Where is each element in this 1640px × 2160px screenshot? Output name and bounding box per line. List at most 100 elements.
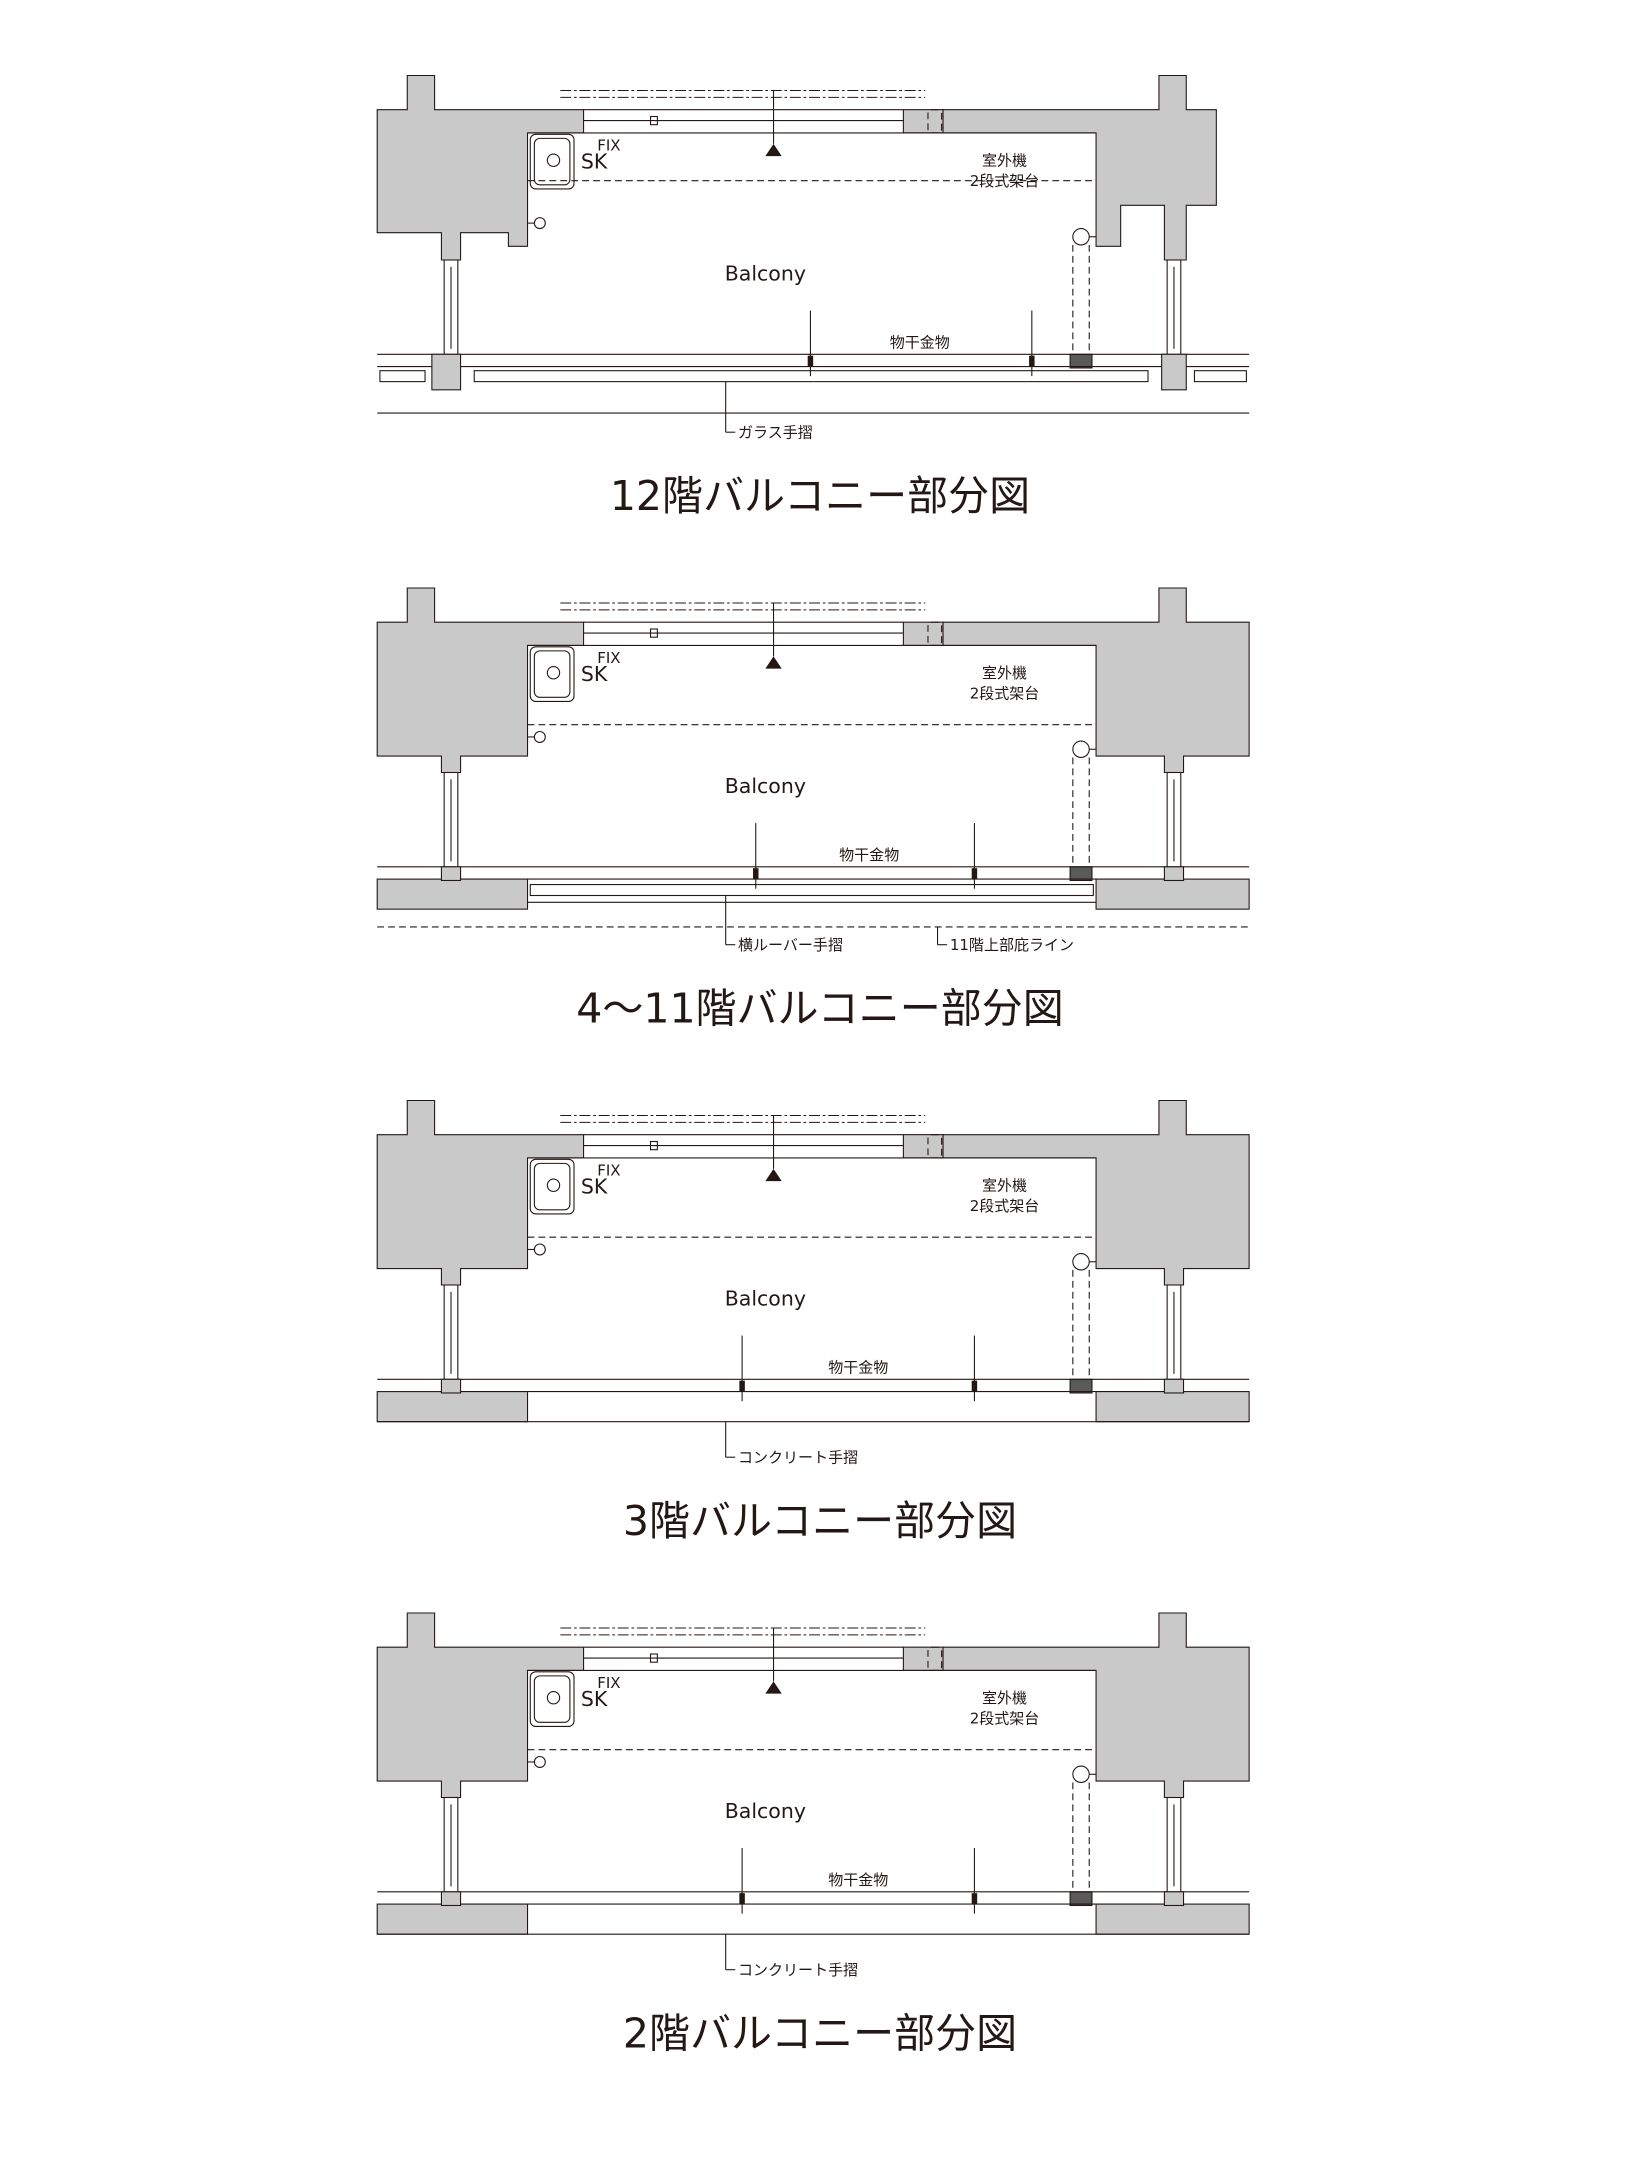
diagram-title: 12階バルコニー部分図 xyxy=(610,472,1030,520)
sink xyxy=(529,1158,575,1215)
hanger-bracket xyxy=(971,1380,978,1392)
right-wall xyxy=(942,74,1217,261)
slab-right xyxy=(1095,1391,1250,1423)
balcony-label: Balcony xyxy=(725,262,806,286)
eave-line-label: 11階上部庇ライン xyxy=(950,936,1074,954)
diagram-title: 2階バルコニー部分図 xyxy=(623,2010,1017,2058)
sink-basin xyxy=(533,650,571,698)
downpipe-icon xyxy=(1072,740,1090,759)
window-latch xyxy=(649,1140,658,1151)
drain-grille xyxy=(1069,1891,1093,1907)
pipe-shaft xyxy=(902,1134,944,1159)
window-latch xyxy=(649,628,658,638)
hanger-label: 物干金物 xyxy=(839,846,899,864)
pipe-shaft xyxy=(902,621,944,646)
outdoor-unit-label: 室外機 xyxy=(982,1689,1027,1707)
diagram-title: 4〜11階バルコニー部分図 xyxy=(576,985,1063,1033)
downpipe-icon xyxy=(1072,1765,1090,1784)
sk-label: SK xyxy=(581,1687,608,1711)
hanger-bracket xyxy=(739,1893,745,1905)
fix-label: FIX xyxy=(597,649,620,667)
sk-label: SK xyxy=(581,1174,608,1198)
railing-label: ガラス手摺 xyxy=(738,424,813,442)
drain-icon xyxy=(546,1178,561,1192)
entrance-arrow-icon xyxy=(765,1681,782,1694)
glass-railing-left xyxy=(379,370,426,383)
fix-label: FIX xyxy=(597,137,620,155)
column-base-left xyxy=(440,866,462,882)
entrance-arrow-icon xyxy=(765,1168,782,1182)
slab-left xyxy=(376,1391,529,1423)
slab-left xyxy=(376,878,529,910)
fix-label: FIX xyxy=(597,1674,620,1692)
column-base-left xyxy=(440,1891,462,1907)
outdoor-unit-rack-label: 2段式架台 xyxy=(970,1197,1040,1215)
column-base-right xyxy=(1163,1891,1185,1907)
slab-right xyxy=(1095,878,1250,910)
entrance-arrow-icon xyxy=(765,656,782,669)
outdoor-unit-label: 室外機 xyxy=(982,664,1027,682)
sink xyxy=(529,1671,575,1727)
slab-left xyxy=(376,1903,529,1935)
sink-basin xyxy=(533,137,571,186)
balcony-label: Balcony xyxy=(725,1799,806,1823)
hanger-bracket xyxy=(971,868,978,880)
hanger-bracket xyxy=(971,1893,978,1905)
sink xyxy=(529,133,575,190)
faucet-icon xyxy=(533,1243,546,1256)
window-latch xyxy=(649,1653,658,1663)
fix-label: FIX xyxy=(597,1162,620,1180)
left-wall xyxy=(376,1099,585,1286)
right-wall xyxy=(942,1099,1250,1286)
sk-label: SK xyxy=(581,149,608,173)
outdoor-unit-label: 室外機 xyxy=(982,1177,1027,1195)
faucet-icon xyxy=(533,1755,546,1768)
drain-grille xyxy=(1069,353,1093,369)
outdoor-unit-rack-label: 2段式架台 xyxy=(970,685,1040,703)
outdoor-unit-rack-label: 2段式架台 xyxy=(970,1710,1040,1728)
left-wall xyxy=(376,587,585,774)
column-base-left xyxy=(440,1378,462,1394)
left-wall xyxy=(376,1612,585,1799)
right-wall xyxy=(942,587,1250,774)
column-base-right xyxy=(1163,866,1185,882)
balcony-label: Balcony xyxy=(725,1287,806,1311)
sink xyxy=(529,646,575,702)
column-base-right xyxy=(1161,353,1187,391)
drain-grille xyxy=(1069,1378,1093,1394)
hanger-label: 物干金物 xyxy=(890,333,950,351)
downpipe-icon xyxy=(1072,228,1090,246)
faucet-icon xyxy=(533,217,546,230)
left-wall xyxy=(376,74,585,261)
diagram-title: 3階バルコニー部分図 xyxy=(623,1497,1017,1545)
sink-basin xyxy=(533,1162,571,1211)
hanger-bracket xyxy=(807,355,814,367)
slab-right xyxy=(1095,1903,1250,1935)
downpipe-icon xyxy=(1072,1253,1090,1271)
column-base-left xyxy=(431,353,462,391)
hanger-label: 物干金物 xyxy=(828,1871,888,1889)
pipe-shaft xyxy=(902,1646,944,1671)
louver-railing xyxy=(529,884,1094,897)
hanger-label: 物干金物 xyxy=(828,1358,888,1376)
drain-icon xyxy=(546,153,561,167)
outdoor-unit-label: 室外機 xyxy=(982,152,1027,170)
balcony-label: Balcony xyxy=(725,774,806,798)
pipe-shaft xyxy=(902,109,944,134)
hanger-bracket xyxy=(1029,355,1035,367)
outdoor-unit-rack-label: 2段式架台 xyxy=(970,172,1040,190)
hanger-bracket xyxy=(753,868,759,880)
drain-icon xyxy=(546,666,561,680)
railing-label: コンクリート手摺 xyxy=(738,1961,858,1979)
sink-basin xyxy=(533,1675,571,1723)
railing-label: コンクリート手摺 xyxy=(738,1449,858,1467)
right-wall xyxy=(942,1612,1250,1799)
sk-label: SK xyxy=(581,662,608,686)
railing-label: 横ルーバー手摺 xyxy=(738,936,843,954)
drain-grille xyxy=(1069,866,1093,882)
